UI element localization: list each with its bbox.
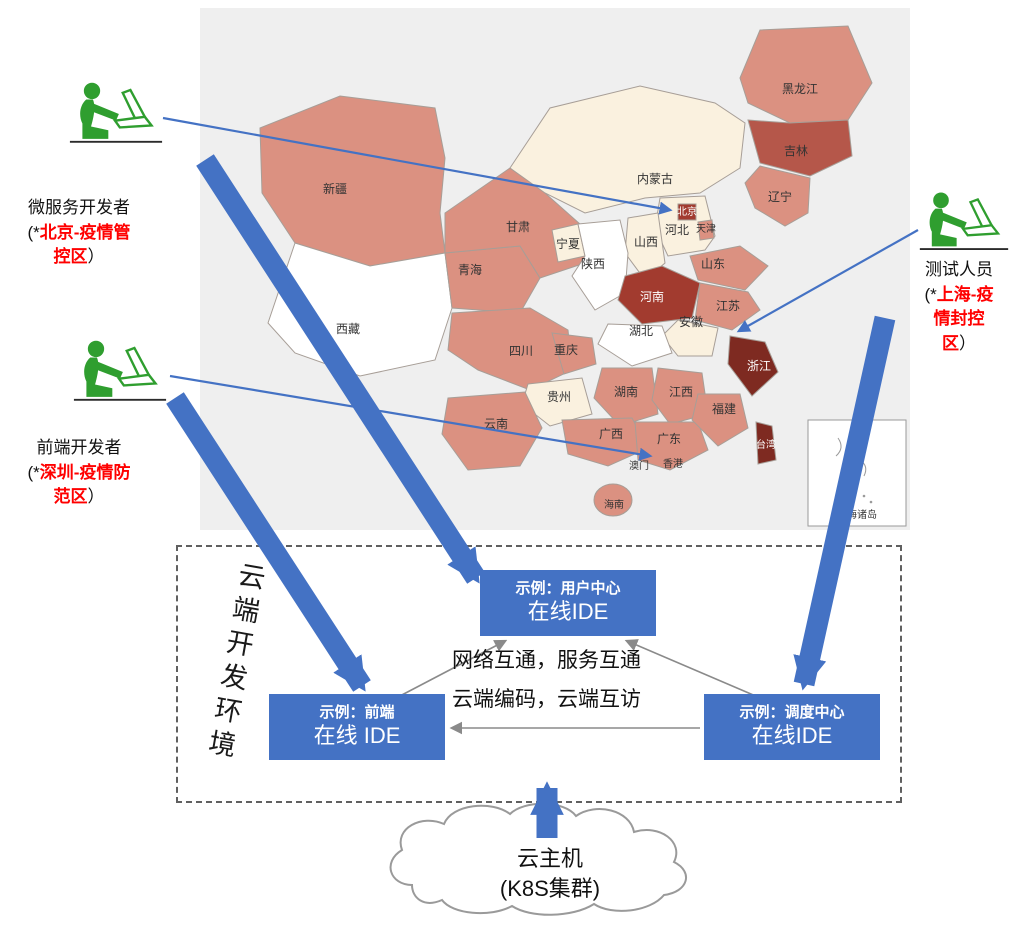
province-label-辽宁: 辽宁 — [768, 189, 792, 204]
frontend-developer-icon — [72, 339, 168, 401]
inset-island-dot — [869, 500, 873, 504]
ide-box-subtitle: 在线 IDE — [313, 723, 401, 749]
province-label-南海诸岛: 南海诸岛 — [837, 508, 877, 521]
province-label-陕西: 陕西 — [581, 256, 605, 271]
province-taiwan — [755, 421, 777, 465]
cloud-shape — [389, 802, 687, 916]
province-label-宁夏: 宁夏 — [556, 236, 580, 251]
annotation-line-2: 云端编码，云端互访 — [452, 687, 641, 711]
province-label-湖南: 湖南 — [614, 384, 638, 399]
province-label-广东: 广东 — [657, 432, 681, 446]
persona-location: (*深圳-疫情防范区） — [27, 462, 131, 507]
persona-title: 微服务开发者 — [28, 198, 130, 217]
cloud-outline — [389, 802, 687, 916]
province-label-山东: 山东 — [701, 257, 725, 271]
province-label-四川: 四川 — [509, 344, 533, 358]
cloud-host-line-1: 云主机 — [516, 846, 583, 871]
province-label-云南: 云南 — [484, 416, 508, 431]
province-chongqing — [551, 332, 597, 375]
province-label-甘肃: 甘肃 — [506, 220, 530, 234]
microservice-developer-icon — [68, 81, 164, 144]
province-label-江西: 江西 — [669, 385, 693, 399]
province-beijing — [677, 203, 697, 221]
province-label-澳门: 澳门 — [629, 459, 649, 472]
province-label-河南: 河南 — [640, 289, 664, 304]
ide-box-subtitle: 在线IDE — [527, 599, 609, 625]
inset-island-dot — [854, 486, 858, 490]
ide-box-title: 示例：前端 — [319, 704, 395, 722]
province-label-北京: 北京 — [677, 205, 697, 218]
province-label-青海: 青海 — [458, 262, 482, 277]
province-label-内蒙古: 内蒙古 — [637, 171, 673, 186]
province-label-新疆: 新疆 — [323, 181, 347, 196]
ide-box-dispatch-center: 示例：调度中心 在线IDE — [704, 694, 880, 760]
province-jilin — [747, 119, 853, 177]
province-label-江苏: 江苏 — [716, 299, 740, 313]
province-hubei — [597, 323, 673, 367]
ide-box-title: 示例：用户中心 — [515, 580, 621, 598]
province-label-河北: 河北 — [665, 223, 689, 237]
province-label-天津: 天津 — [696, 223, 716, 235]
province-zhejiang — [727, 335, 779, 397]
province-hainan — [593, 483, 633, 517]
province-fujian — [691, 393, 749, 447]
ide-box-subtitle: 在线IDE — [751, 723, 833, 749]
inset-island-dot — [862, 494, 866, 498]
province-label-重庆: 重庆 — [554, 343, 578, 357]
province-label-福建: 福建 — [712, 401, 736, 416]
province-tianjin — [697, 219, 715, 241]
province-label-山西: 山西 — [634, 235, 658, 249]
province-label-安徽: 安徽 — [679, 314, 703, 329]
persona-location: (*北京-疫情管控区） — [27, 222, 131, 267]
province-label-台湾: 台湾 — [756, 438, 776, 451]
tester-icon — [918, 191, 1010, 251]
ide-box-frontend: 示例：前端 在线 IDE — [269, 694, 445, 760]
province-label-黑龙江: 黑龙江 — [782, 82, 818, 96]
province-henan — [617, 265, 701, 325]
province-label-湖北: 湖北 — [629, 323, 653, 338]
inset-island-dot — [846, 478, 850, 482]
persona-title: 测试人员 — [925, 260, 993, 279]
province-label-西藏: 西藏 — [336, 322, 360, 336]
label-frontend-developer: 前端开发者 (*深圳-疫情防范区） — [26, 436, 132, 510]
cloud-host-label: 云主机 (K8S集群) — [400, 844, 700, 903]
persona-location: (*上海-疫情封控区） — [924, 284, 994, 353]
province-liaoning — [744, 165, 811, 227]
province-label-贵州: 贵州 — [547, 390, 571, 404]
annotation-line-1: 网络互通，服务互通 — [452, 649, 641, 672]
province-heilongjiang — [739, 25, 873, 124]
label-microservice-developer: 微服务开发者 (*北京-疫情管控区） — [26, 196, 132, 270]
province-label-香港: 香港 — [663, 458, 683, 470]
ide-box-title: 示例：调度中心 — [739, 704, 845, 722]
province-label-海南: 海南 — [604, 498, 624, 511]
province-label-吉林: 吉林 — [784, 144, 808, 158]
ide-box-user-center: 示例：用户中心 在线IDE — [480, 570, 656, 636]
center-annotation: 网络互通，服务互通 云端编码，云端互访 — [452, 648, 650, 714]
persona-title: 前端开发者 — [36, 438, 122, 457]
label-tester: 测试人员 (*上海-疫情封控区） — [922, 258, 996, 357]
province-label-浙江: 浙江 — [747, 359, 771, 373]
province-label-广西: 广西 — [599, 427, 623, 441]
province-shaanxi — [571, 219, 629, 311]
cloud-host-line-2: (K8S集群) — [499, 875, 601, 901]
